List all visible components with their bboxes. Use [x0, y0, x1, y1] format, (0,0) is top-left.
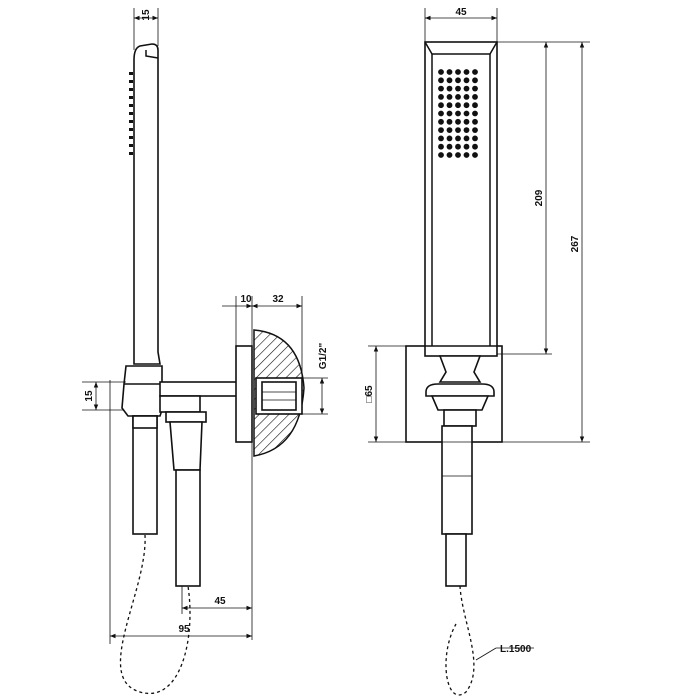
spray-nozzle	[463, 102, 470, 109]
dim-holder-height: 15	[84, 390, 95, 402]
spray-nozzle	[446, 152, 453, 158]
spray-nozzle	[472, 143, 478, 150]
spray-nozzle	[446, 135, 453, 142]
front-dimensions: 45 209 267 □65 L.1500	[364, 7, 590, 661]
dim-hose-offset: 45	[214, 596, 226, 607]
spray-nozzle	[463, 85, 470, 92]
spray-nozzle	[455, 69, 461, 75]
dim-total-height: 267	[570, 235, 581, 252]
spray-nozzle	[455, 102, 461, 109]
spray-nozzle	[438, 110, 444, 117]
spray-nozzle	[438, 77, 444, 84]
spray-nozzle	[455, 85, 461, 92]
dim-total-projection: 95	[178, 624, 190, 635]
spray-nozzle	[472, 110, 478, 117]
spray-nozzle	[463, 94, 470, 100]
spray-nozzle	[455, 135, 461, 142]
spray-nozzle	[455, 118, 461, 125]
hose-front	[445, 585, 475, 696]
spray-nozzle	[438, 152, 444, 158]
handshower-front	[424, 41, 498, 357]
side-dimensions: 15 10 32 G1/2" 15 45	[82, 8, 329, 644]
wall-outlet-section	[235, 329, 305, 457]
dim-handle-width: 45	[455, 7, 467, 18]
spray-nozzle	[446, 143, 453, 150]
spray-nozzle	[438, 94, 444, 100]
spray-nozzle	[438, 135, 444, 142]
spray-nozzle	[472, 94, 478, 100]
spray-nozzle	[463, 110, 470, 117]
dim-flange-thickness: 10	[240, 294, 252, 305]
spray-nozzle	[455, 77, 461, 84]
dim-thread: G1/2"	[318, 343, 329, 370]
spray-nozzle	[472, 69, 478, 75]
spray-nozzle	[438, 118, 444, 125]
spray-nozzle	[446, 118, 453, 125]
spray-nozzle	[463, 118, 470, 125]
spray-nozzle	[472, 127, 478, 133]
spray-nozzle	[455, 110, 461, 117]
spray-nozzle	[446, 77, 453, 84]
dim-hose-length: L.1500	[500, 644, 532, 655]
spray-nozzle	[463, 152, 470, 158]
spray-nozzle	[438, 127, 444, 133]
hose-connector-side	[165, 411, 207, 587]
spray-nozzle	[438, 69, 444, 75]
spray-nozzle	[463, 135, 470, 142]
spray-nozzle	[463, 127, 470, 133]
spray-nozzle	[446, 69, 453, 75]
holder-front	[425, 355, 495, 587]
spray-nozzle	[463, 69, 470, 75]
spray-nozzle	[446, 102, 453, 109]
dim-head-width: 15	[141, 9, 152, 21]
spray-nozzle	[463, 143, 470, 150]
spray-nozzle	[438, 143, 444, 150]
spray-nozzle	[472, 77, 478, 84]
spray-nozzle	[472, 135, 478, 142]
dim-plate-size: □65	[364, 385, 375, 403]
spray-nozzle	[472, 85, 478, 92]
holder-side	[121, 365, 245, 535]
spray-nozzle	[446, 94, 453, 100]
spray-nozzle	[455, 94, 461, 100]
spray-nozzle	[472, 118, 478, 125]
spray-nozzle	[438, 85, 444, 92]
spray-nozzle	[446, 85, 453, 92]
spray-nozzle	[446, 127, 453, 133]
spray-nozzle	[463, 77, 470, 84]
front-view: 45 209 267 □65 L.1500	[364, 7, 590, 696]
side-view: 15 10 32 G1/2" 15 45	[82, 8, 329, 695]
handshower-side	[129, 43, 161, 365]
spray-nozzles-side	[129, 72, 133, 155]
dim-handshower-length: 209	[534, 189, 545, 206]
hose-side	[119, 534, 191, 695]
spray-nozzle-grid	[438, 69, 478, 158]
spray-nozzle	[446, 110, 453, 117]
spray-nozzle	[472, 152, 478, 158]
dim-inlet-depth: 32	[272, 294, 284, 305]
spray-nozzle	[455, 143, 461, 150]
spray-nozzle	[455, 127, 461, 133]
spray-nozzle	[455, 152, 461, 158]
spray-nozzle	[438, 102, 444, 109]
spray-nozzle	[472, 102, 478, 109]
